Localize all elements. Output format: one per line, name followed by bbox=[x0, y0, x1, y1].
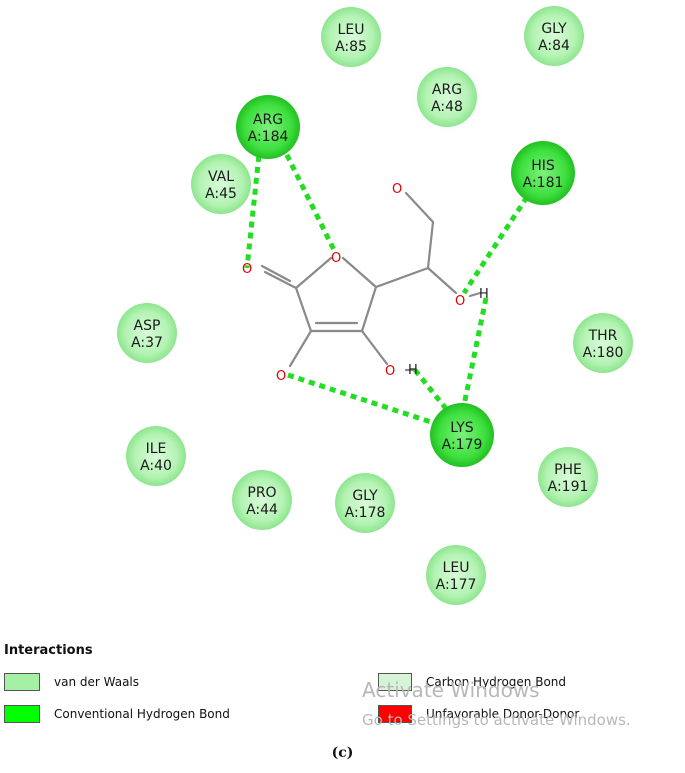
residue-name: PHE bbox=[554, 462, 582, 478]
residue-disc bbox=[573, 313, 633, 373]
legend-unfavorable-swatch bbox=[378, 705, 412, 723]
residue-disc bbox=[191, 154, 251, 214]
residue-name: GLY bbox=[352, 488, 378, 504]
figure-caption: (c) bbox=[331, 745, 354, 761]
atom-enol-oxygen-left: O bbox=[276, 369, 286, 384]
legend-hbond-label: Conventional Hydrogen Bond bbox=[54, 707, 230, 721]
residue-chain: A:184 bbox=[248, 129, 289, 145]
residue-name: ILE bbox=[146, 441, 167, 457]
residue-name: ARG bbox=[253, 112, 283, 128]
legend-vdw-label: van der Waals bbox=[54, 675, 140, 689]
watermark-subtitle: Go to Settings to activate Windows. bbox=[362, 711, 631, 729]
atom-hydrogen-enol: H bbox=[408, 363, 418, 378]
residue-disc bbox=[335, 473, 395, 533]
hbond-lys179-enol-oxygen bbox=[287, 372, 441, 428]
residue-chain: A:179 bbox=[442, 437, 483, 453]
residue-chain: A:191 bbox=[548, 479, 589, 495]
residue-chain: A:177 bbox=[436, 577, 477, 593]
residue-name: PRO bbox=[247, 485, 276, 501]
hbond-arg184-ring-oxygen bbox=[279, 143, 338, 254]
residue-name: LEU bbox=[338, 22, 365, 38]
residue-disc bbox=[426, 545, 486, 605]
residue-chain: A:85 bbox=[335, 39, 367, 55]
ligand-bonds bbox=[260, 191, 482, 372]
residue-disc bbox=[511, 141, 575, 205]
residue-disc bbox=[538, 447, 598, 507]
atom-terminal-oxygen: O bbox=[392, 182, 402, 197]
watermark-title: Activate Windows bbox=[362, 678, 540, 702]
interaction-diagram: O O O O H O O H LEUA:85GLYA:84ARGA:48ARG… bbox=[117, 6, 633, 605]
legend-chbond-swatch bbox=[378, 673, 412, 691]
atom-carbonyl-oxygen: O bbox=[242, 262, 252, 277]
legend-vdw-swatch bbox=[4, 673, 40, 691]
hbond-arg184-carbonyl bbox=[244, 144, 263, 269]
residue-name: VAL bbox=[208, 169, 234, 185]
residue-chain: A:37 bbox=[131, 335, 163, 351]
residue-name: HIS bbox=[531, 158, 555, 174]
residue-disc bbox=[117, 303, 177, 363]
atom-hydroxyl-oxygen: O bbox=[455, 294, 465, 309]
legend-vdw: van der Waals bbox=[4, 673, 139, 691]
residue-disc bbox=[126, 426, 186, 486]
residue-chain: A:45 bbox=[205, 186, 237, 202]
residue-name: LYS bbox=[450, 420, 473, 436]
residue-chain: A:178 bbox=[345, 505, 386, 521]
residue-disc bbox=[232, 470, 292, 530]
atom-hydrogen-hydroxyl: H bbox=[479, 287, 489, 302]
residue-disc bbox=[417, 67, 477, 127]
residue-chain: A:44 bbox=[246, 502, 278, 518]
residue-disc bbox=[430, 403, 494, 467]
legend-title: Interactions bbox=[4, 643, 93, 658]
residue-name: ARG bbox=[432, 82, 462, 98]
legend-hbond: Conventional Hydrogen Bond bbox=[4, 705, 230, 723]
residue-name: LEU bbox=[443, 560, 470, 576]
atom-ring-oxygen: O bbox=[331, 251, 341, 266]
legend-unfavorable: Unfavorable Donor-Donor bbox=[378, 705, 579, 723]
hbond-lys179-hydrogen bbox=[413, 368, 449, 412]
residue-disc bbox=[524, 6, 584, 66]
hbond-his181-hydroxyl bbox=[461, 195, 530, 295]
residue-group: LEUA:85GLYA:84ARGA:48ARGA:184HISA:181VAL… bbox=[117, 6, 633, 605]
residue-chain: A:181 bbox=[523, 175, 564, 191]
atom-enol-oxygen-right: O bbox=[385, 364, 395, 379]
legend-unfavorable-label: Unfavorable Donor-Donor bbox=[426, 707, 580, 721]
residue-chain: A:48 bbox=[431, 99, 463, 115]
residue-chain: A:84 bbox=[538, 38, 570, 54]
residue-disc bbox=[236, 95, 300, 159]
ligand-atoms: O O O O H O O H bbox=[242, 182, 489, 384]
residue-disc bbox=[321, 7, 381, 67]
hbond-lys179-hydroxyl bbox=[459, 297, 489, 416]
residue-name: THR bbox=[588, 328, 618, 344]
legend-chbond: Carbon Hydrogen Bond bbox=[378, 673, 566, 691]
residue-chain: A:180 bbox=[583, 345, 624, 361]
legend-chbond-label: Carbon Hydrogen Bond bbox=[426, 675, 567, 689]
hbond-lines bbox=[244, 143, 530, 428]
residue-name: GLY bbox=[541, 21, 567, 37]
residue-name: ASP bbox=[134, 318, 161, 334]
residue-chain: A:40 bbox=[140, 458, 172, 474]
legend-hbond-swatch bbox=[4, 705, 40, 723]
